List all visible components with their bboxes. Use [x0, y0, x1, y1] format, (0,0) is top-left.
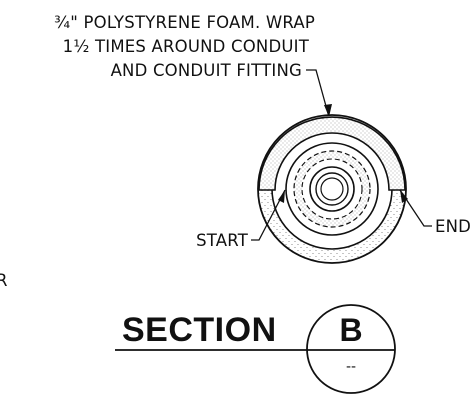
section-title: SECTION — [122, 311, 277, 349]
end-leader — [399, 189, 432, 227]
section-letter: B — [339, 312, 362, 348]
foam-half-wrap — [258, 116, 406, 191]
section-sheet-ref: -- — [346, 359, 356, 375]
conduit-cross-section — [257, 114, 407, 264]
start-leader — [251, 189, 286, 241]
annotation-line-1: ¾" POLYSTYRENE FOAM. WRAP — [54, 13, 315, 32]
end-label: END — [435, 217, 471, 236]
annotation-leader — [306, 69, 332, 118]
annotation-line-2: 1½ TIMES AROUND CONDUIT — [63, 37, 310, 56]
conduit-bore — [320, 177, 344, 201]
section-bubble — [306, 304, 396, 394]
cut-off-letter: R — [0, 271, 8, 290]
start-label: START — [196, 231, 249, 250]
annotation-line-3: AND CONDUIT FITTING — [111, 61, 302, 80]
